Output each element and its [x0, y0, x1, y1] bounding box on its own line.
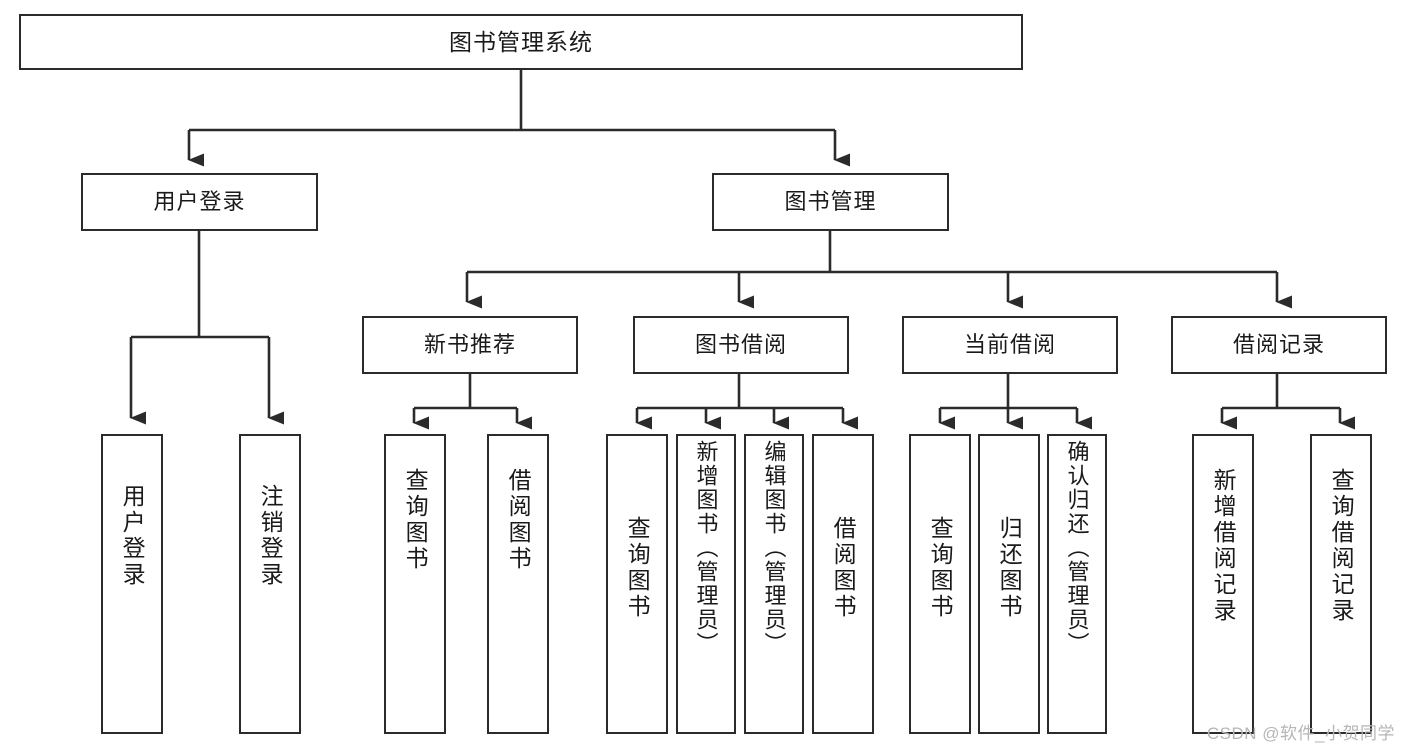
- node-user-login[interactable]: 用户登录: [81, 173, 318, 231]
- node-label: 注销登录: [257, 484, 284, 588]
- node-borrow-records[interactable]: 借阅记录: [1171, 316, 1387, 374]
- node-label: 图书管理系统: [449, 28, 593, 55]
- node-label: 查询图书: [624, 516, 651, 620]
- leaf-query-book-borrow[interactable]: 查询图书: [606, 434, 668, 734]
- leaf-add-borrow-record[interactable]: 新增借阅记录: [1192, 434, 1254, 734]
- node-label: 查询借阅记录: [1328, 468, 1355, 624]
- leaf-query-book-newbook[interactable]: 查询图书: [384, 434, 446, 734]
- node-label: 查询图书: [402, 468, 429, 572]
- leaf-logout[interactable]: 注销登录: [239, 434, 301, 734]
- node-current-borrow[interactable]: 当前借阅: [902, 316, 1118, 374]
- leaf-edit-book-admin[interactable]: 编辑图书（管理员）: [744, 434, 804, 734]
- leaf-confirm-return-admin[interactable]: 确认归还（管理员）: [1047, 434, 1107, 734]
- node-label: 当前借阅: [963, 332, 1056, 358]
- node-label: 归还图书: [996, 516, 1023, 620]
- node-label: 编辑图书（管理员）: [761, 440, 787, 656]
- node-label: 借阅图书: [505, 468, 532, 572]
- node-label: 用户登录: [119, 484, 146, 588]
- leaf-query-book-current[interactable]: 查询图书: [909, 434, 971, 734]
- leaf-borrow-book[interactable]: 借阅图书: [812, 434, 874, 734]
- node-label: 用户登录: [153, 189, 246, 215]
- node-label: 查询图书: [927, 516, 954, 620]
- node-label: 借阅图书: [830, 516, 857, 620]
- node-label: 图书管理: [784, 189, 877, 215]
- leaf-user-login[interactable]: 用户登录: [101, 434, 163, 734]
- node-book-borrow[interactable]: 图书借阅: [633, 316, 849, 374]
- node-label: 图书借阅: [694, 332, 787, 358]
- node-new-book-recommend[interactable]: 新书推荐: [362, 316, 578, 374]
- node-label: 新增借阅记录: [1210, 468, 1237, 624]
- leaf-add-book-admin[interactable]: 新增图书（管理员）: [676, 434, 736, 734]
- node-label: 新增图书（管理员）: [693, 440, 719, 656]
- node-root-system[interactable]: 图书管理系统: [19, 14, 1023, 70]
- node-label: 确认归还（管理员）: [1064, 440, 1090, 656]
- leaf-borrow-book-newbook[interactable]: 借阅图书: [487, 434, 549, 734]
- leaf-query-borrow-record[interactable]: 查询借阅记录: [1310, 434, 1372, 734]
- node-label: 新书推荐: [423, 332, 516, 358]
- node-book-management[interactable]: 图书管理: [712, 173, 949, 231]
- watermark: CSDN @软件_小贺同学: [1206, 724, 1395, 743]
- node-label: 借阅记录: [1232, 332, 1325, 358]
- leaf-return-book[interactable]: 归还图书: [978, 434, 1040, 734]
